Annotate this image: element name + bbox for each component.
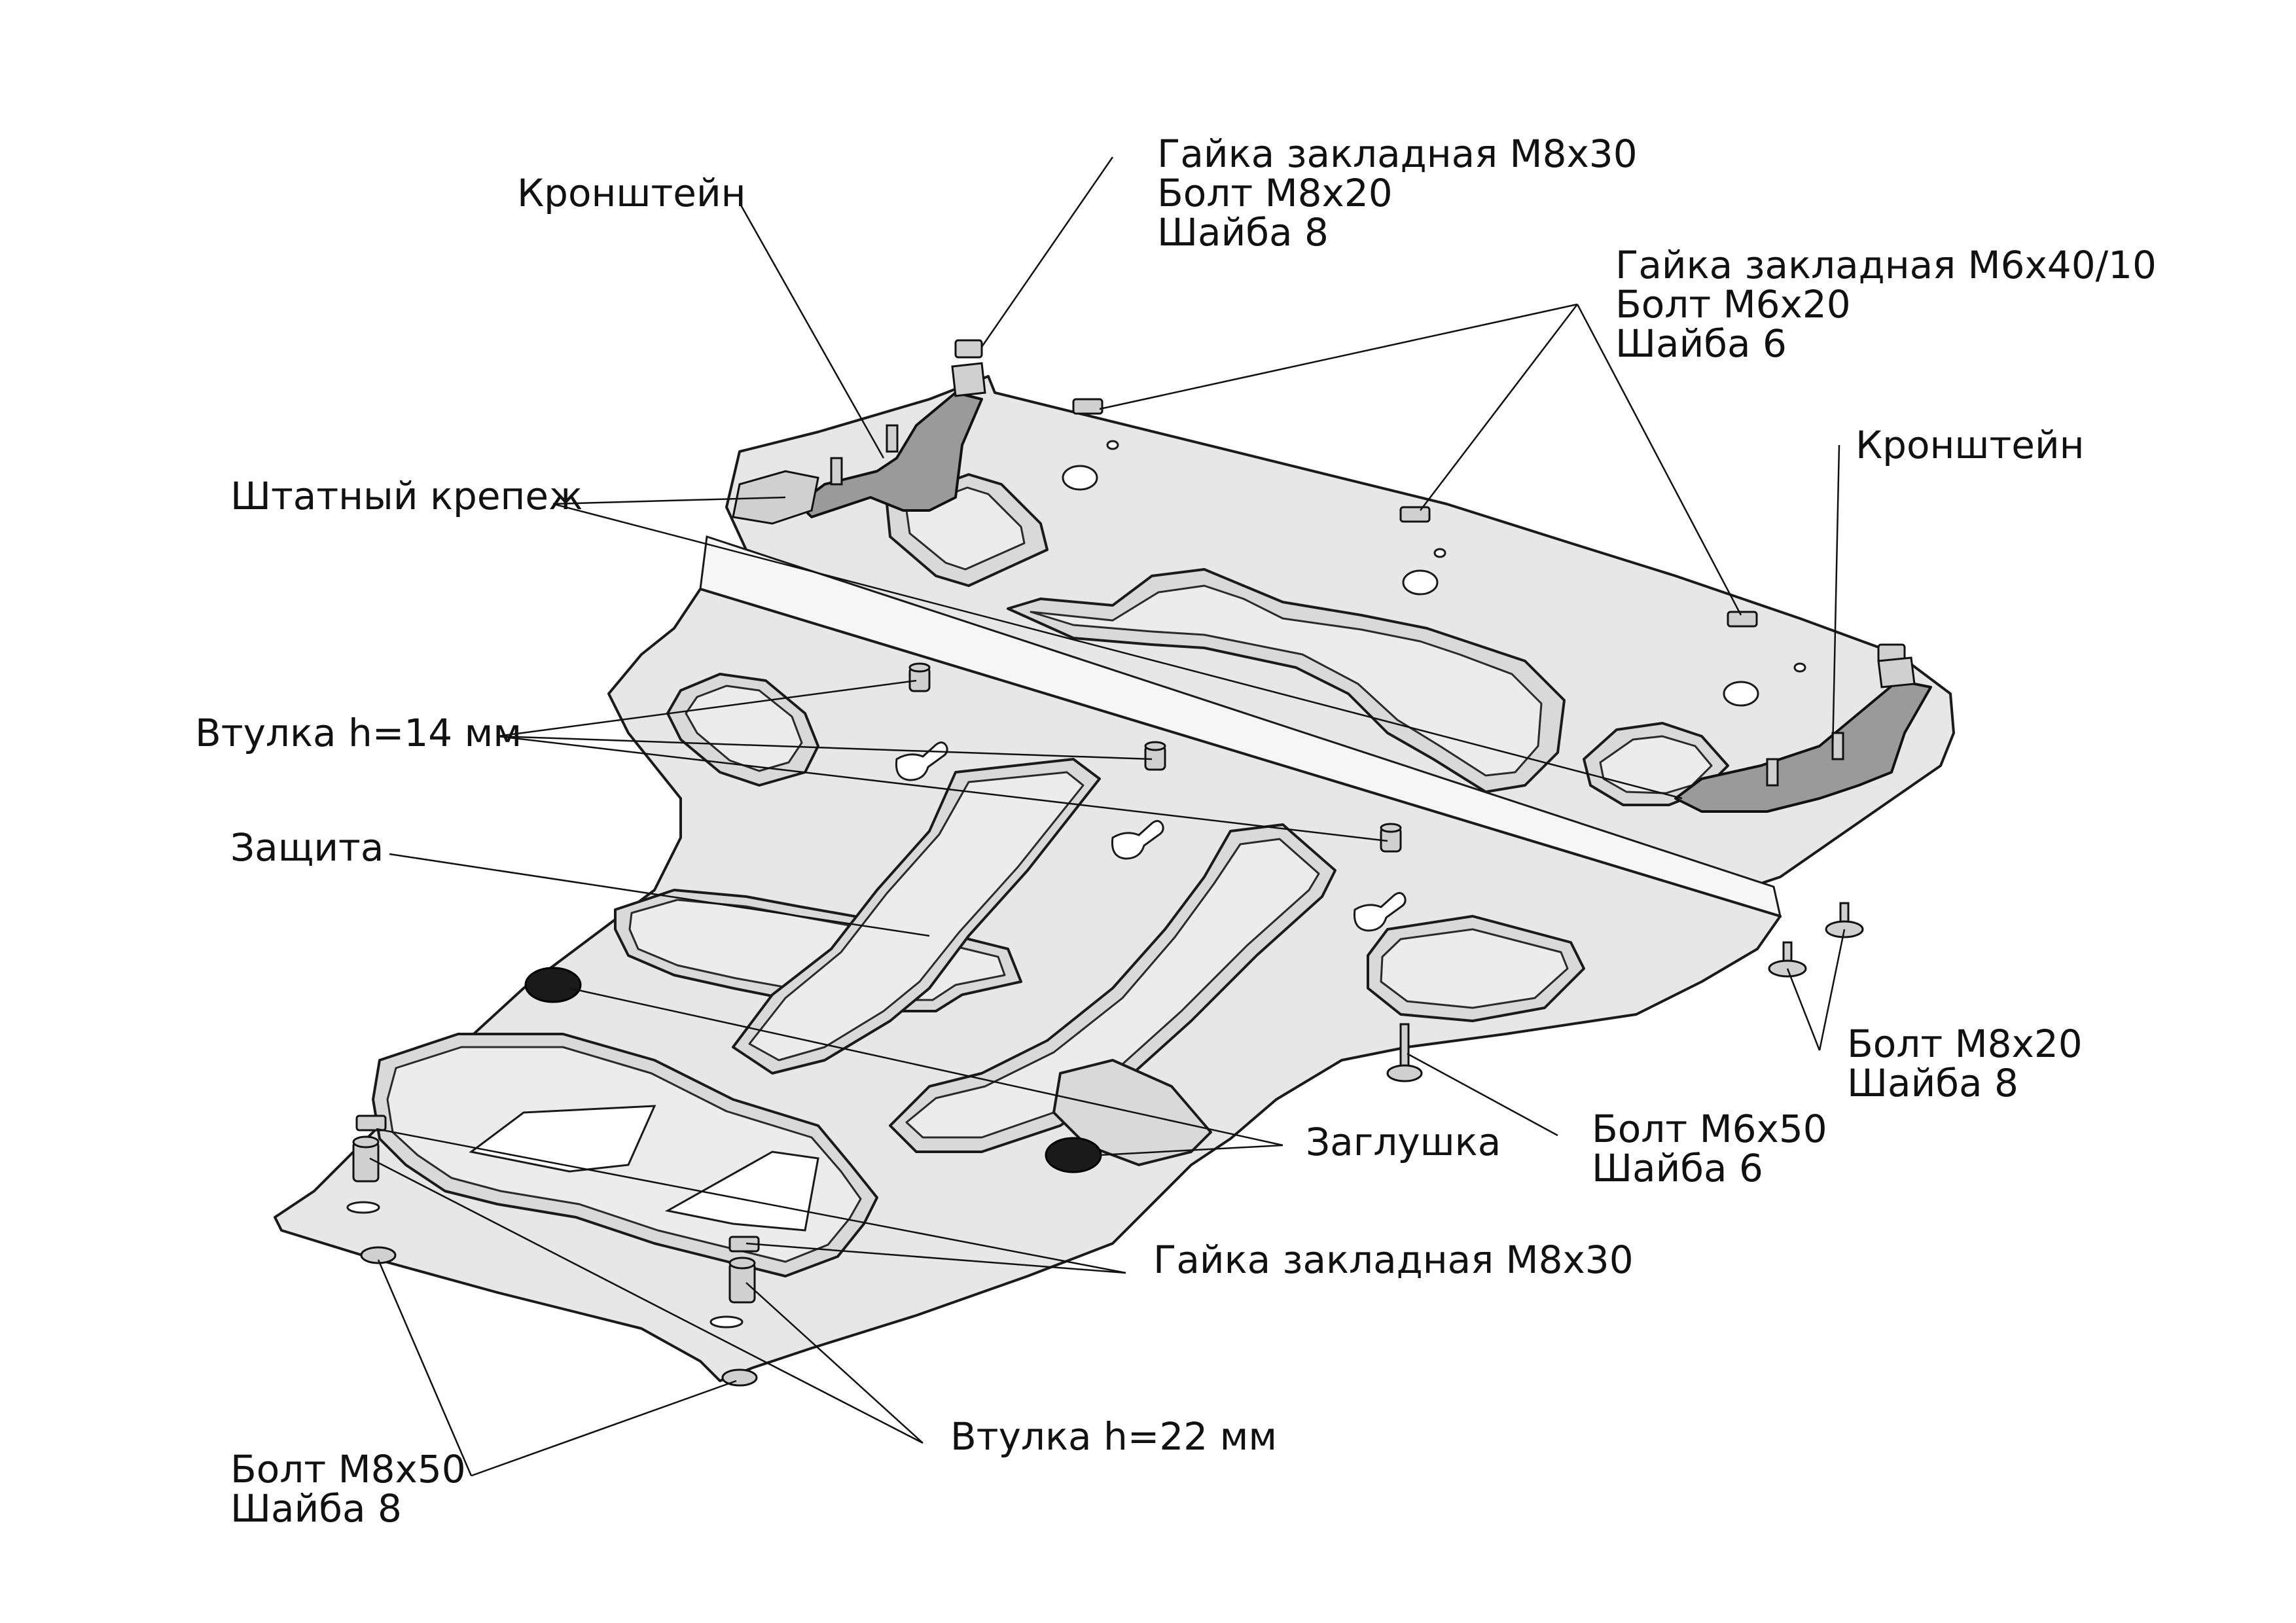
- callout-labels: Кронштейн Гайка закладная М8х30 Болт М8х…: [195, 132, 2157, 1531]
- label-bolt-m6x50: Болт М6х50: [1592, 1107, 1827, 1151]
- bracket-right: [1674, 643, 1932, 813]
- label-bushing-14: Втулка h=14 мм: [195, 711, 522, 755]
- rear-holes: [1062, 440, 1806, 707]
- bolts: [360, 902, 1864, 1387]
- label-bushing-22: Втулка h=22 мм: [950, 1414, 1277, 1459]
- label-bracket-left: Кронштейн: [517, 171, 746, 215]
- label-washer-8-bottom: Шайба 8: [230, 1486, 402, 1531]
- bushings-22: [352, 1115, 760, 1304]
- label-bolt-m8x20-top: Болт М8х20: [1157, 171, 1393, 215]
- label-bolt-m8x20-side: Болт М8х20: [1847, 1022, 2083, 1066]
- label-washer-8-top: Шайба 8: [1157, 210, 1329, 255]
- label-embedded-nut-m8x30-top: Гайка закладная М8х30: [1157, 132, 1638, 176]
- rear-embedded-nuts: [1072, 398, 1758, 628]
- skid-plate: [274, 375, 1955, 1382]
- plugs: [524, 967, 1102, 1173]
- label-bolt-m6x20: Болт М6х20: [1615, 282, 1851, 327]
- label-embedded-nut-m6x40: Гайка закладная М6х40/10: [1615, 243, 2157, 287]
- label-bolt-m8x50: Болт М8х50: [230, 1447, 466, 1491]
- label-bracket-right: Кронштейн: [1856, 423, 2085, 467]
- label-washer-8-side: Шайба 8: [1847, 1061, 2018, 1105]
- bushings-14: [908, 662, 1402, 853]
- label-standard-fastener: Штатный крепеж: [230, 474, 583, 518]
- label-embedded-nut-m8x30-bottom: Гайка закладная М8х30: [1153, 1238, 1634, 1282]
- label-washer-6-bottom: Шайба 6: [1592, 1146, 1763, 1190]
- label-protection: Защита: [230, 825, 384, 870]
- label-washer-6: Шайба 6: [1615, 321, 1787, 366]
- cutouts: [469, 1105, 819, 1232]
- leader-lines: [369, 156, 1846, 1477]
- label-plug: Заглушка: [1306, 1120, 1501, 1164]
